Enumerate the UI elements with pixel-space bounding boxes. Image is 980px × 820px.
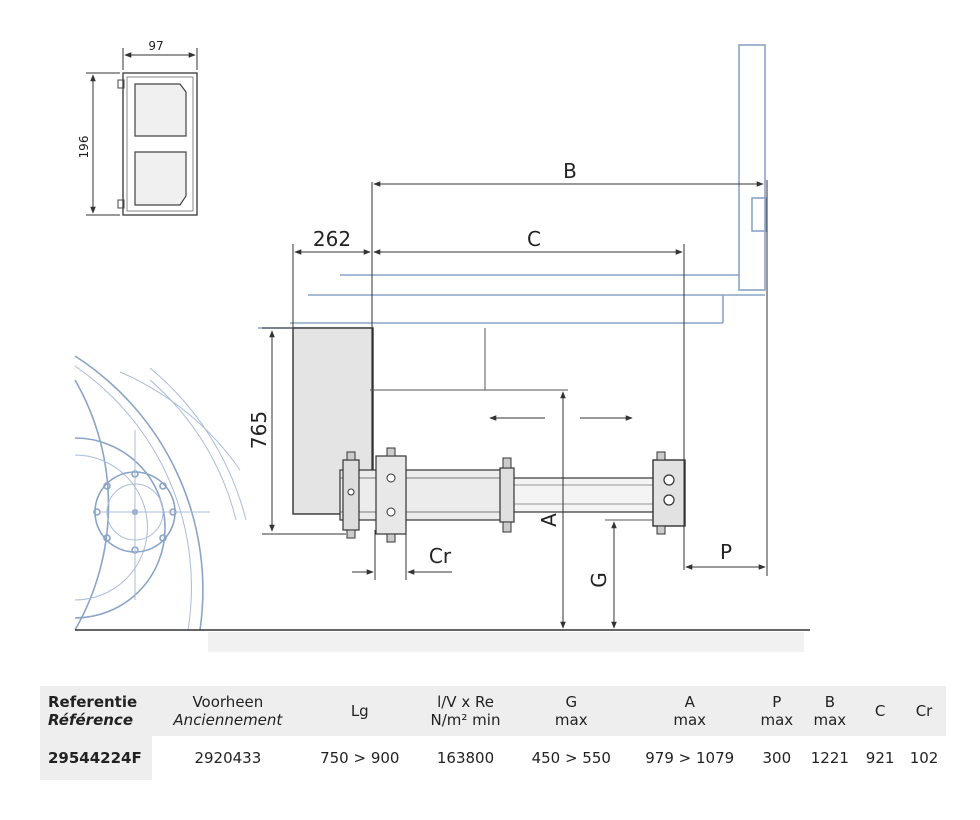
wheel: [74, 355, 247, 631]
dimension-G-label: G: [587, 572, 611, 588]
ground-shadow: [208, 632, 804, 652]
cell-p-max: 300: [762, 749, 792, 767]
dimension-A-label: A: [537, 513, 561, 527]
table-row: 29544224F 2920433 750 > 900 163800 450 >…: [40, 736, 946, 780]
dimension-C-label: C: [527, 227, 541, 251]
cell-a-max: 979 > 1079: [645, 749, 735, 767]
header-lg: Lg: [303, 686, 416, 736]
cell-g-max: 450 > 550: [531, 749, 611, 767]
telescopic-bar: [339, 447, 686, 543]
cell-cr: 102: [909, 749, 939, 767]
vehicle-frame: [258, 44, 767, 329]
header-cr: Cr: [902, 686, 946, 736]
cell-reference: 29544224F: [40, 736, 152, 780]
header-c: C: [858, 686, 903, 736]
section-width-label: 97: [148, 39, 163, 53]
cell-c: 921: [865, 749, 895, 767]
cross-section-detail: 97 196: [77, 39, 198, 216]
dimension-262-label: 262: [313, 227, 351, 251]
technical-drawing: 97 196: [74, 39, 810, 652]
dimension-B-label: B: [563, 159, 577, 183]
cell-b-max: 1221: [810, 749, 849, 767]
cell-previously: 2920433: [194, 749, 262, 767]
dimension-P-label: P: [720, 540, 732, 564]
cell-lg: 750 > 900: [320, 749, 400, 767]
section-height-label: 196: [77, 136, 91, 159]
cell-load: 163800: [436, 749, 495, 767]
dimension-765-label: 765: [247, 411, 271, 449]
dimension-Cr-label: Cr: [429, 544, 452, 568]
